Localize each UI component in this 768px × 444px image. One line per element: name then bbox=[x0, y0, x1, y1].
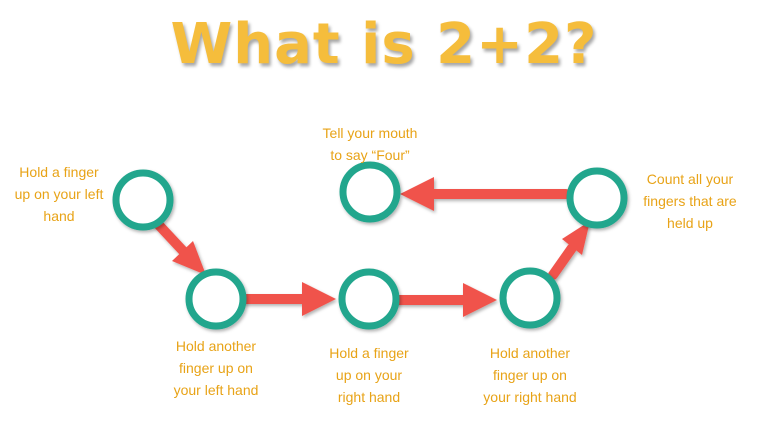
step-3-node bbox=[338, 268, 400, 330]
step-2-node bbox=[185, 268, 247, 330]
step-4-node bbox=[499, 267, 561, 329]
step-6-node bbox=[339, 161, 401, 223]
arrow-step5-to-step6 bbox=[400, 177, 571, 211]
step-5-node bbox=[566, 167, 628, 229]
step-2-label: Hold another finger up on your left hand bbox=[173, 338, 259, 398]
step-1-node bbox=[112, 169, 174, 231]
step-1-label: Hold a finger up on your left hand bbox=[14, 164, 104, 224]
arrow-step2-to-step3 bbox=[241, 282, 336, 316]
arrow-step3-to-step4 bbox=[394, 283, 497, 317]
step-3-label: Hold a finger up on your right hand bbox=[329, 345, 409, 405]
page-title: What is 2+2? bbox=[170, 12, 598, 77]
step-5-label: Count all your fingers that are held up bbox=[643, 171, 737, 231]
arrow-step4-to-step5 bbox=[548, 221, 590, 280]
step-4-label: Hold another finger up on your right han… bbox=[483, 345, 577, 405]
step-6-label: Tell your mouth to say “Four” bbox=[322, 125, 418, 163]
arrow-step1-to-step2 bbox=[151, 217, 206, 275]
